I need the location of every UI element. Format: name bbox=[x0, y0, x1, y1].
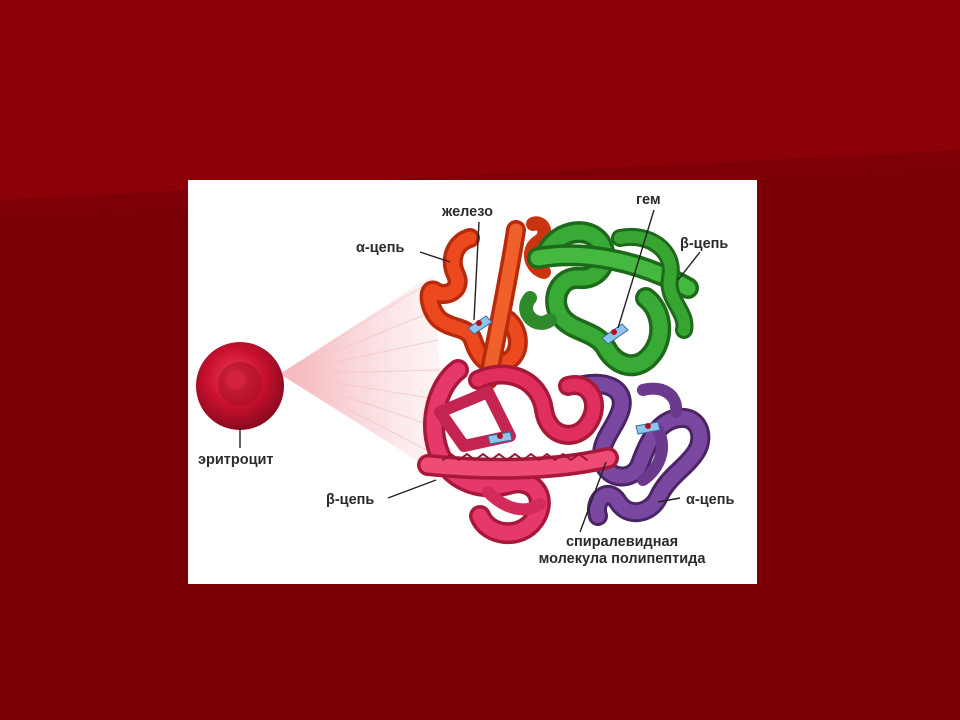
leader-beta-top bbox=[677, 251, 701, 281]
illustration-panel: железо α-цепь гем β-цепь эритроцит β-цеп… bbox=[188, 180, 757, 584]
leader-iron bbox=[473, 221, 480, 321]
slide-top-band bbox=[0, 0, 960, 200]
alpha-chain-purple bbox=[573, 373, 711, 526]
heme-group-purple bbox=[635, 421, 661, 435]
label-alpha-chain-bottom: α-цепь bbox=[686, 492, 735, 508]
hemoglobin-diagram bbox=[196, 209, 711, 545]
alpha-chain-orange bbox=[419, 216, 552, 390]
heme-group-orange bbox=[467, 315, 493, 335]
heme-group-pink bbox=[487, 431, 513, 445]
label-iron: железо bbox=[442, 204, 493, 220]
label-polypeptide: спиралевидная молекула полипептида bbox=[494, 534, 750, 568]
leader-alpha-bottom bbox=[657, 497, 681, 503]
leader-polypeptide bbox=[579, 461, 607, 533]
label-alpha-chain-top: α-цепь bbox=[356, 240, 405, 256]
leader-heme bbox=[617, 209, 655, 329]
label-polypeptide-line1: спиралевидная bbox=[565, 534, 679, 550]
label-beta-chain-bottom: β-цепь bbox=[326, 492, 375, 508]
label-beta-chain-top: β-цепь bbox=[680, 236, 729, 252]
heme-group-green bbox=[601, 323, 629, 345]
leader-alpha-top bbox=[419, 251, 451, 263]
magnification-rays bbox=[280, 275, 448, 480]
beta-chain-green bbox=[519, 221, 699, 377]
ray-lines bbox=[279, 279, 447, 461]
leader-lines bbox=[239, 209, 701, 533]
beta-chain-pink bbox=[417, 359, 619, 545]
leader-beta-bottom bbox=[387, 479, 437, 499]
label-polypeptide-line2: молекула полипептида bbox=[538, 551, 706, 567]
erythrocyte-cell bbox=[196, 342, 284, 430]
label-heme: гем bbox=[636, 192, 661, 208]
label-erythrocyte: эритроцит bbox=[198, 452, 274, 468]
